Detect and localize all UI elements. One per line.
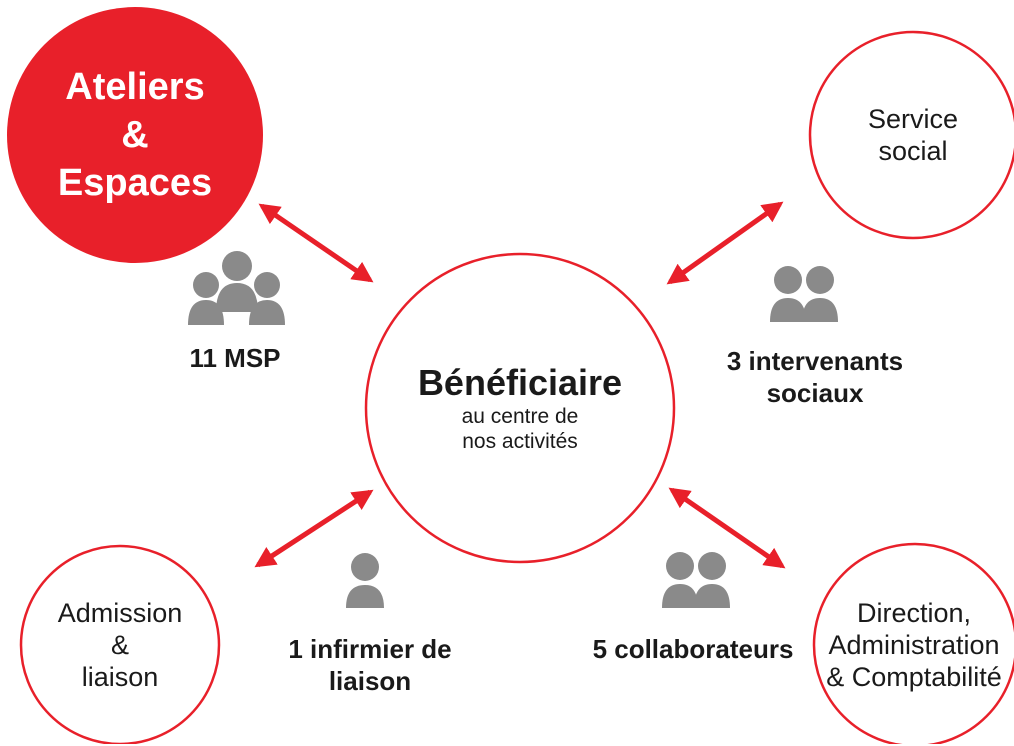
ateliers-circle (7, 7, 263, 263)
label-collaborateurs-text: 5 collaborateurs (592, 634, 794, 664)
label-infirmier: 1 infirmier de liaison (270, 633, 470, 697)
service-social-line1: Service (867, 104, 959, 134)
arrow-service-social (666, 201, 784, 285)
admission-line3: liaison (81, 662, 159, 692)
label-intervenants: 3 intervenants sociaux (700, 345, 930, 409)
admission-circle (19, 544, 221, 744)
direction-circle (812, 542, 1014, 744)
people-pair-icon (770, 266, 838, 322)
people-group-3-icon (188, 251, 285, 325)
direction-line2: Administration (828, 630, 1000, 660)
arrow-admission (254, 489, 374, 568)
node-beneficiaire: Bénéficiaire au centre de nos activités (366, 254, 674, 562)
person-icon (346, 553, 384, 608)
service-social-circle (808, 30, 1014, 240)
node-ateliers: Ateliers & Espaces (7, 7, 263, 263)
admission-line1: Admission (57, 598, 183, 628)
node-admission: Admission & liaison (21, 546, 219, 744)
service-social-line2: social (878, 136, 948, 166)
ateliers-line3: Espaces (57, 162, 213, 204)
node-service-social: Service social (810, 32, 1014, 238)
label-intervenants-line2: sociaux (766, 378, 864, 408)
arrow-ateliers (258, 203, 374, 283)
direction-line3: & Comptabilité (826, 662, 1002, 692)
ateliers-line2: & (121, 114, 149, 156)
direction-line1: Direction, (856, 598, 972, 628)
center-subtitle-line2: nos activités (462, 430, 578, 453)
label-msp: 11 MSP (160, 342, 310, 374)
label-collaborateurs: 5 collaborateurs (584, 633, 802, 665)
ateliers-line1: Ateliers (65, 66, 205, 108)
arrow-direction (668, 487, 786, 569)
admission-line2: & (110, 630, 129, 660)
center-title: Bénéficiaire (417, 362, 623, 403)
label-infirmier-line2: liaison (328, 666, 412, 696)
node-direction: Direction, Administration & Comptabilité (814, 544, 1014, 746)
label-msp-text: 11 MSP (189, 343, 281, 373)
label-infirmier-line1: 1 infirmier de (288, 634, 452, 664)
center-circle (364, 252, 676, 564)
center-subtitle-line1: au centre de (461, 405, 579, 428)
people-pair-icon (662, 552, 730, 608)
label-intervenants-line1: 3 intervenants (726, 346, 904, 376)
